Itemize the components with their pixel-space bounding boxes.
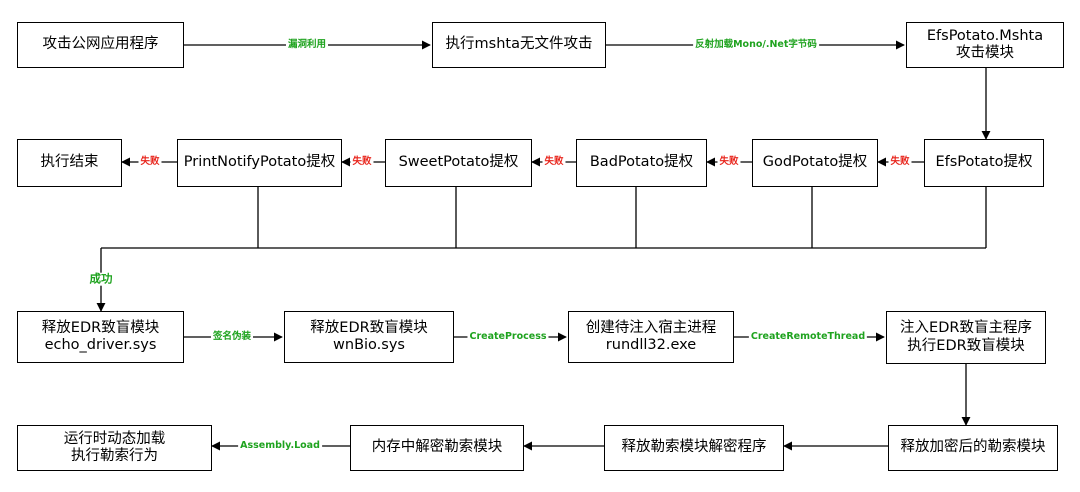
node-release-encrypted-ransom: 释放加密后的勒索模块: [888, 425, 1058, 471]
node-attack-public-app: 攻击公网应用程序: [17, 22, 184, 68]
node-label: 释放加密后的勒索模块: [900, 439, 1046, 456]
edge-label-create-remote-thread: CreateRemoteThread: [748, 330, 868, 343]
node-sweet-potato: SweetPotato提权: [385, 139, 532, 187]
node-efs-mshta-module: EfsPotato.Mshta 攻击模块: [906, 22, 1064, 68]
node-label: EfsPotato提权: [935, 154, 1033, 171]
node-decrypt-in-memory: 内存中解密勒索模块: [350, 425, 524, 471]
edge-label-fail-print: 失败: [138, 155, 162, 168]
node-label-line1: 创建待注入宿主进程: [585, 319, 717, 336]
edge-label-signature-spoof: 签名伪装: [210, 330, 254, 343]
node-label: GodPotato提权: [762, 154, 868, 171]
node-label: 释放勒索模块解密程序: [621, 439, 767, 456]
node-label-line2: 攻击模块: [955, 45, 1014, 61]
edge-label-exploit: 漏洞利用: [285, 38, 329, 51]
node-label-line1: EfsPotato.Mshta: [926, 27, 1044, 44]
edge-label-fail-god: 失败: [717, 155, 741, 168]
node-exec-end: 执行结束: [17, 139, 122, 187]
node-label-line2: echo_driver.sys: [44, 337, 157, 353]
node-create-host-process: 创建待注入宿主进程 rundll32.exe: [568, 311, 734, 363]
node-bad-potato: BadPotato提权: [576, 139, 707, 187]
node-release-decryptor: 释放勒索模块解密程序: [604, 425, 784, 471]
node-label-line2: wnBio.sys: [333, 337, 405, 353]
node-label-line2: rundll32.exe: [605, 337, 697, 353]
node-runtime-dynamic-load: 运行时动态加载 执行勒索行为: [17, 425, 212, 471]
node-label: SweetPotato提权: [398, 154, 519, 171]
node-label: BadPotato提权: [589, 154, 694, 171]
node-label: 执行结束: [40, 154, 99, 171]
node-exec-mshta: 执行mshta无文件攻击: [432, 22, 606, 68]
node-printnotify-potato: PrintNotifyPotato提权: [177, 139, 342, 187]
node-inject-edr-main: 注入EDR致盲主程序 执行EDR致盲模块: [886, 311, 1046, 364]
node-label: 执行mshta无文件攻击: [445, 36, 593, 53]
edge-label-create-process: CreateProcess: [467, 330, 549, 343]
edge-label-success: 成功: [87, 271, 115, 286]
node-label-line1: 运行时动态加载: [63, 430, 166, 447]
node-release-edr-echo-driver: 释放EDR致盲模块 echo_driver.sys: [17, 311, 184, 363]
node-label-line1: 注入EDR致盲主程序: [900, 320, 1032, 337]
node-label-line1: 释放EDR致盲模块: [310, 319, 428, 336]
edge-label-assembly-load: Assembly.Load: [238, 439, 322, 452]
node-label: PrintNotifyPotato提权: [183, 154, 336, 171]
node-label: 内存中解密勒索模块: [371, 439, 503, 456]
node-god-potato: GodPotato提权: [752, 139, 878, 187]
node-release-edr-wnbio: 释放EDR致盲模块 wnBio.sys: [284, 311, 454, 363]
node-label-line2: 执行EDR致盲模块: [907, 337, 1025, 354]
edge-label-reflective-load: 反射加载Mono/.Net字节码: [693, 38, 819, 51]
node-efs-potato: EfsPotato提权: [924, 139, 1044, 187]
edge-label-fail-sweet: 失败: [350, 155, 374, 168]
edge-label-fail-efs: 失败: [888, 155, 912, 168]
node-label: 攻击公网应用程序: [42, 36, 159, 53]
node-label-line2: 执行勒索行为: [71, 448, 158, 464]
edge-label-fail-bad: 失败: [542, 155, 566, 168]
node-label-line1: 释放EDR致盲模块: [41, 319, 160, 336]
